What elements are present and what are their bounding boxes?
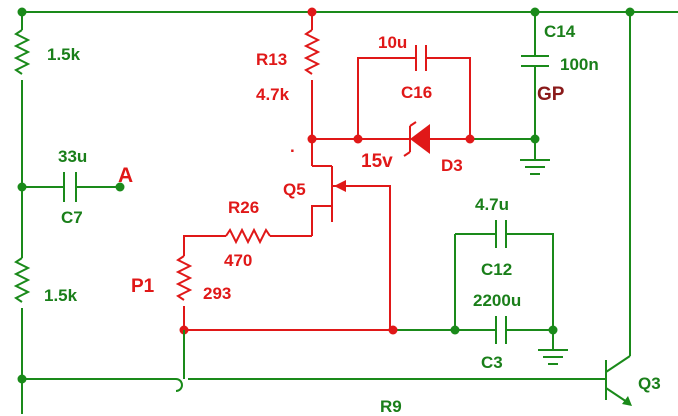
label-r26-value: 470 <box>224 251 253 270</box>
capacitor-c16 <box>415 45 427 71</box>
label-d3-ref: D3 <box>441 156 463 175</box>
red-wiring <box>175 7 475 335</box>
label-r13-ref: R13 <box>256 50 288 69</box>
label-c14-value: 100n <box>560 55 599 74</box>
label-c16-value: 10u <box>378 33 408 52</box>
label-c12-ref: C12 <box>481 260 513 279</box>
label-gp: GP <box>537 84 565 105</box>
label-p1-ref: P1 <box>131 276 155 297</box>
resistor-1k5-bottom <box>13 257 31 303</box>
label-c3-value: 2200u <box>473 291 522 310</box>
label-p1-value: 293 <box>203 284 232 303</box>
resistor-r26 <box>225 227 271 245</box>
capacitor-c12 <box>495 220 507 248</box>
label-r13-value: 4.7k <box>256 85 290 104</box>
label-dot-mark: . <box>290 137 295 156</box>
label-q3-ref: Q3 <box>638 374 661 393</box>
potentiometer-p1 <box>175 255 193 301</box>
green-wiring <box>13 7 678 414</box>
label-r26-ref: R26 <box>228 198 260 217</box>
label-node-a: A <box>118 164 134 187</box>
label-c14-ref: C14 <box>544 22 576 41</box>
label-c12-value: 4.7u <box>475 195 510 214</box>
label-c7-ref: C7 <box>61 208 83 227</box>
label-q5-ref: Q5 <box>283 180 306 199</box>
label-c7-value: 33u <box>58 147 88 166</box>
label-r9-ref: R9 <box>380 397 402 416</box>
resistor-1k5-top <box>13 29 31 75</box>
label-resistor-bottom-value: 1.5k <box>44 286 78 305</box>
capacitor-c3 <box>495 316 507 344</box>
label-resistor-top-value: 1.5k <box>47 45 81 64</box>
label-zener-voltage: 15v <box>361 151 393 172</box>
capacitor-c7 <box>63 172 77 202</box>
capacitor-c14 <box>521 55 549 67</box>
label-c16-ref: C16 <box>401 83 433 102</box>
resistor-r13 <box>303 29 321 75</box>
label-c3-ref: C3 <box>481 353 503 372</box>
